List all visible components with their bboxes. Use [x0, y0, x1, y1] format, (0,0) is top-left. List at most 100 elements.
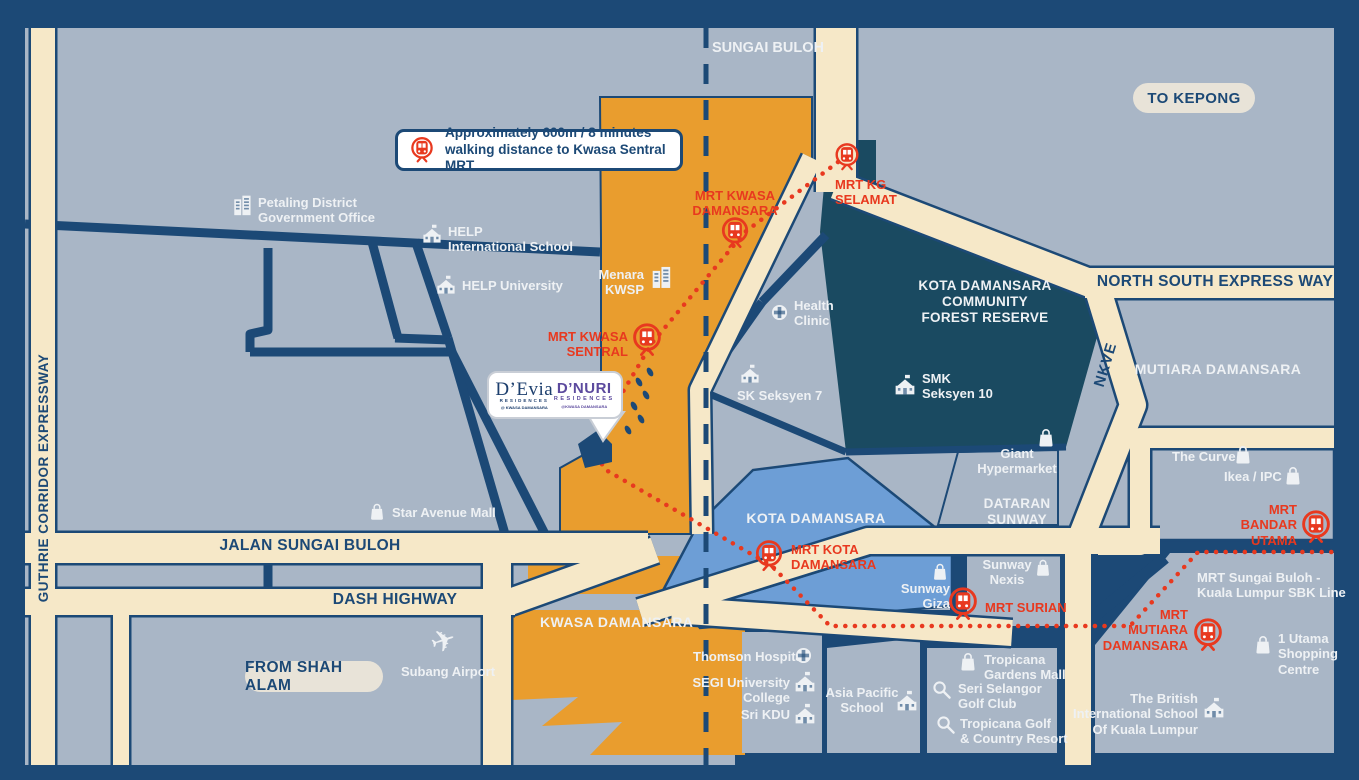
- landmark-smk-seksyen-10-line-1: Seksyen 10: [922, 386, 993, 402]
- school-icon: [435, 274, 457, 296]
- landmark-tropicana-golf-resort-line-0: Tropicana Golf: [960, 716, 1052, 731]
- landmark-seri-selangor-golf-line-1: Golf Club: [958, 696, 1017, 712]
- road-label-nse: NORTH SOUTH EXPRESS WAY: [1097, 273, 1333, 291]
- landmark-sunway-giza-line-1: Giza: [922, 596, 950, 612]
- area-mutiara: MUTIARA DAMANSARA: [1135, 361, 1302, 378]
- landmark-tropicana-gardens-mall-line-0: Tropicana: [984, 652, 1046, 667]
- landmark-sunway-nexis-line-0: Sunway: [982, 557, 1032, 572]
- landmark-british-school-line-0: The British: [1130, 691, 1198, 706]
- area-dataran-line-0: DATARAN: [983, 496, 1051, 511]
- building-icon: [229, 192, 255, 218]
- to-kepong-badge: TO KEPONG: [1133, 83, 1255, 113]
- mrt-station-kota-damansara-line-1: DAMANSARA: [791, 557, 877, 573]
- mrt-station-mutiara-damansara-line-2: DAMANSARA: [1102, 637, 1188, 653]
- landmark-help-university-line-0: HELP University: [462, 278, 563, 293]
- devia-name: D’Evia: [495, 379, 554, 401]
- landmark-one-utama-line-0: 1 Utama: [1278, 631, 1329, 646]
- road-label-dash-line-0: DASH HIGHWAY: [332, 591, 458, 608]
- dnuri-name: D’NURI: [556, 380, 612, 398]
- racket-icon: [931, 679, 953, 701]
- mrt-train-icon-mutiara-damansara: [1190, 617, 1226, 653]
- road-label-jalansb: JALAN SUNGAI BULOH: [219, 537, 400, 555]
- area-kwasadam: KWASA DAMANSARA: [540, 614, 693, 631]
- area-dataran-line-1: SUNWAY: [987, 511, 1047, 527]
- area-kotadam: KOTA DAMANSARA: [746, 510, 885, 527]
- callout-line2: walking distance to Kwasa Sentral MRT: [445, 141, 666, 174]
- area-forest-line-2: FOREST RESERVE: [921, 309, 1049, 325]
- school-icon: [895, 689, 919, 713]
- landmark-petaling-office-line-0: Petaling District: [258, 195, 357, 210]
- mrt-station-kwasa-damansara-line-0: MRT KWASA: [694, 188, 776, 203]
- bag-icon: [1033, 557, 1053, 577]
- landmark-sk-seksyen-7-line-0: SK Seksyen 7: [737, 388, 823, 403]
- landmark-sbk-line: MRT Sungai Buloh -Kuala Lumpur SBK Line: [1197, 570, 1346, 601]
- landmark-sk-seksyen-7: SK Seksyen 7: [737, 388, 822, 403]
- mrt-sbk-line: [587, 159, 1337, 629]
- school-icon: [739, 363, 761, 385]
- landmark-tropicana-golf-resort-line-1: & Country Resort: [960, 731, 1068, 747]
- school-icon: [1202, 696, 1226, 720]
- mrt-train-icon: [408, 136, 436, 164]
- landmark-the-curve: The Curve: [1172, 449, 1236, 464]
- landmark-menara-kwsp-line-0: Menara: [598, 267, 644, 282]
- bag-icon: [1252, 633, 1274, 655]
- landmark-thomson-hospital: Thomson Hospital: [693, 649, 806, 664]
- landmark-thomson-hospital-line-0: Thomson Hospital: [693, 649, 807, 664]
- landmark-segi-university-line-0: SEGI University: [692, 675, 790, 690]
- school-icon: [421, 223, 443, 245]
- dnuri-logo: D’NURI RESIDENCES @KWASA DAMANSARA: [554, 381, 615, 409]
- mrt-station-surian-line-0: MRT SURIAN: [985, 600, 1067, 615]
- landmark-british-school-line-2: Of Kuala Lumpur: [1092, 721, 1198, 737]
- landmark-sungai-buloh-line-0: SUNGAI BULOH: [712, 40, 824, 56]
- plane-icon: ✈: [426, 620, 461, 663]
- landmark-help-university: HELP University: [462, 278, 563, 293]
- bag-icon: [367, 501, 387, 521]
- landmark-sri-kdu: Sri KDU: [741, 707, 790, 722]
- landmark-the-curve-line-0: The Curve: [1172, 449, 1236, 464]
- landmark-sbk-line-line-1: Kuala Lumpur SBK Line: [1197, 585, 1346, 601]
- landmark-sunway-nexis-line-1: Nexis: [989, 572, 1025, 588]
- road-label-nse-line-0: NORTH SOUTH EXPRESS WAY: [1096, 273, 1334, 290]
- mrt-train-icon-kg-selamat: [832, 142, 862, 172]
- area-forest-line-1: COMMUNITY: [942, 293, 1028, 309]
- landmark-help-international-line-1: International School: [448, 239, 573, 255]
- landmark-health-clinic-line-1: Clinic: [794, 313, 830, 329]
- landmark-ikea-ipc-line-0: Ikea / IPC: [1224, 469, 1282, 484]
- landmark-smk-seksyen-10-line-0: SMK: [922, 371, 951, 386]
- landmark-sungai-buloh: SUNGAI BULOH: [712, 40, 824, 57]
- landmark-subang-airport: Subang Airport: [401, 664, 495, 679]
- mrt-station-kwasa-sentral-line-0: MRT KWASA: [547, 329, 628, 344]
- cross-icon: [769, 302, 790, 323]
- mrt-station-kwasa-damansara-line-1: DAMANSARA: [692, 203, 778, 219]
- mrt-train-icon-kwasa-sentral: [629, 322, 665, 358]
- road-label-nkve-line-0: NKVE: [1090, 340, 1121, 390]
- landmark-british-school-line-1: International School: [1073, 706, 1198, 722]
- mrt-station-kwasa-sentral-line-1: SENTRAL: [566, 344, 628, 360]
- school-icon: [793, 670, 817, 694]
- landmark-menara-kwsp-line-1: KWSP: [605, 282, 644, 298]
- landmark-help-international-line-0: HELP: [448, 224, 483, 239]
- area-kwasadam-line-0: KWASA DAMANSARA: [540, 614, 694, 630]
- area-kotadam-line-0: KOTA DAMANSARA: [746, 510, 886, 526]
- mrt-station-kg-selamat-line-1: SELAMAT: [835, 192, 897, 208]
- bag-icon: [1035, 426, 1057, 448]
- school-icon: [893, 373, 917, 397]
- landmark-seri-selangor-golf-line-0: Seri Selangor: [958, 681, 1042, 696]
- dnuri-sub: RESIDENCES: [553, 396, 615, 403]
- landmark-tropicana-gardens-mall-line-1: Gardens Mall: [984, 667, 1066, 683]
